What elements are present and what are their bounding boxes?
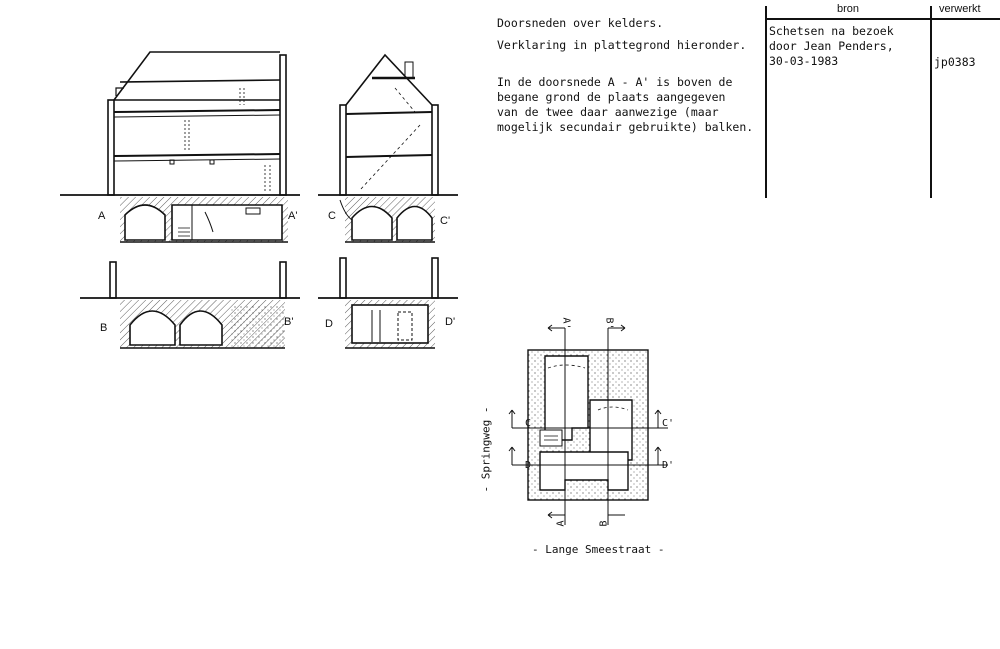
street-springweg: - Springweg - <box>479 406 493 493</box>
label-d: D <box>325 318 333 330</box>
notes-desc-line-2: begane grond de plaats aangegeven <box>497 90 726 104</box>
label-d-prime: D' <box>445 316 456 328</box>
label-a: A <box>98 210 106 222</box>
plan-drawing <box>508 324 668 525</box>
notes-desc-line-4: mogelijk secundair gebruikte) balken. <box>497 120 754 134</box>
notes-title: Doorsneden over kelders. <box>497 16 664 30</box>
bron-label: bron <box>837 3 860 15</box>
source-line-3: 30-03-1983 <box>769 54 839 68</box>
label-b: B <box>100 322 108 334</box>
plan-mark-b-top: B' <box>603 317 615 330</box>
section-d-drawing <box>318 257 458 349</box>
plan-mark-c-left: C <box>525 418 532 429</box>
source-line-2: door Jean Penders, <box>769 39 894 53</box>
section-b-drawing <box>80 261 300 349</box>
notes-block: Doorsneden over kelders. Verklaring in p… <box>497 16 753 135</box>
source-code: jp0383 <box>934 55 976 69</box>
table-divider-left <box>765 6 767 198</box>
notes-subtitle: Verklaring in plattegrond hieronder. <box>497 38 747 52</box>
notes-desc-line-3: van de twee daar aanwezige (maar <box>497 105 719 119</box>
section-c-drawing <box>318 53 458 243</box>
label-b-prime: B' <box>284 316 294 328</box>
label-c: C <box>328 210 336 222</box>
label-a-prime: A' <box>288 210 298 222</box>
table-divider-right <box>930 6 932 198</box>
plan-mark-d-left: D <box>525 460 532 471</box>
notes-desc-line-1: In de doorsnede A - A' is boven de <box>497 75 733 89</box>
source-line-1: Schetsen na bezoek <box>769 24 894 38</box>
street-lange-smeestraat: - Lange Smeestraat - <box>532 543 665 556</box>
verwerkt-label: verwerkt <box>939 3 981 15</box>
section-a-drawing <box>60 51 300 243</box>
plan-mark-d-right: D' <box>662 460 675 471</box>
plan-mark-b-bottom: B <box>598 520 610 527</box>
plan-mark-a-bottom: A <box>555 520 567 527</box>
label-c-prime: C' <box>440 215 451 227</box>
table-top-rule <box>765 18 1000 20</box>
plan-mark-a-top: A' <box>560 317 572 330</box>
plan-mark-c-right: C' <box>662 418 675 429</box>
